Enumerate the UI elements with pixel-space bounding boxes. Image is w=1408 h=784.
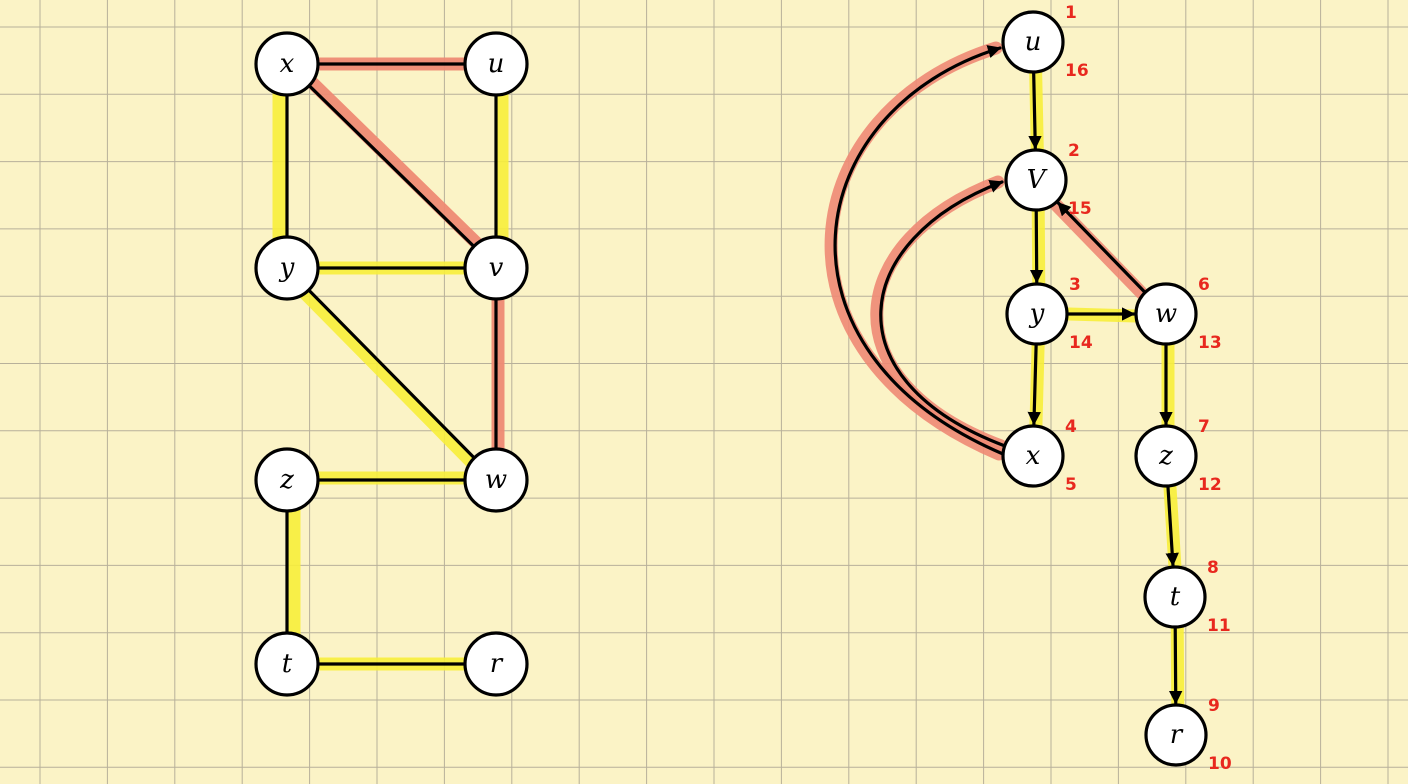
node-circle (463, 235, 529, 301)
highlight-layer (824, 41, 1185, 712)
node-label: u (1025, 27, 1042, 57)
node-label: t (282, 649, 293, 679)
edge-highlight-yellow (277, 265, 500, 491)
node-label: x (280, 49, 295, 79)
node-circle (1005, 282, 1069, 346)
discovery-time: 8 (1207, 558, 1219, 578)
node-label: z (1158, 441, 1173, 471)
node-v: v (463, 235, 529, 301)
node-circle (463, 631, 529, 697)
edge-y-w (285, 266, 498, 482)
finish-time: 12 (1198, 475, 1222, 495)
node-circle (1004, 148, 1068, 212)
finish-time: 10 (1208, 754, 1232, 774)
node-circle (1001, 10, 1065, 74)
node-z: z (254, 447, 320, 513)
tree-node-t: t 8 11 (1143, 558, 1231, 636)
discovery-time: 6 (1198, 275, 1210, 295)
discovery-time: 3 (1069, 275, 1081, 295)
tree-edge-z-t (1165, 484, 1179, 567)
edge-layer (285, 62, 498, 666)
node-label: w (485, 465, 507, 495)
highlight-layer (272, 54, 509, 671)
node-label: v (489, 253, 504, 283)
node-circle (1134, 424, 1198, 488)
finish-time: 16 (1065, 61, 1089, 81)
back-edge-x-u (833, 45, 1005, 456)
back-edge-highlight (870, 175, 1008, 453)
node-circle (463, 447, 529, 513)
finish-time: 14 (1069, 333, 1093, 353)
node-label: r (1170, 720, 1184, 750)
back-edge-x-v (879, 180, 1007, 448)
tree-node-w: w 6 13 (1134, 275, 1222, 353)
node-label: y (1029, 299, 1045, 329)
edge-x-v (285, 62, 498, 270)
node-w: w (463, 447, 529, 513)
node-x: x (254, 31, 320, 97)
node-label: y (279, 253, 295, 283)
node-circle (1134, 282, 1198, 346)
node-circle (1144, 703, 1208, 767)
discovery-time: 4 (1065, 417, 1077, 437)
finish-time: 15 (1068, 199, 1092, 219)
node-circle (1001, 424, 1065, 488)
tree-node-v: V2 15 (1004, 141, 1092, 219)
node-circle (463, 31, 529, 97)
back-edge-highlight (824, 41, 1006, 461)
discovery-time: 9 (1208, 696, 1220, 716)
node-u: u (463, 31, 529, 97)
tree-edge-highlight (1170, 620, 1185, 712)
edge-highlight-red (283, 54, 506, 272)
node-label: x (1026, 441, 1041, 471)
discovery-time: 1 (1065, 3, 1077, 23)
node-label: V (1027, 165, 1048, 195)
node-y: y (254, 235, 320, 301)
node-label: z (279, 465, 294, 495)
tree-node-y: y 3 14 (1005, 275, 1093, 353)
node-label: u (488, 49, 505, 79)
discovery-time: 2 (1068, 141, 1080, 161)
node-label: w (1155, 299, 1177, 329)
finish-time: 13 (1198, 333, 1222, 353)
tree-node-z: z 7 12 (1134, 417, 1222, 495)
undirected-graph: x u y v z w t r (254, 31, 529, 697)
finish-time: 11 (1207, 616, 1231, 636)
node-label: t (1170, 582, 1181, 612)
node-layer: x u y v z w t r (254, 31, 529, 697)
tree-node-u: u 1 16 (1001, 3, 1089, 81)
discovery-time: 7 (1198, 417, 1210, 437)
node-circle (1143, 565, 1207, 629)
finish-time: 5 (1065, 475, 1077, 495)
node-circle (254, 31, 320, 97)
tree-node-x: x 4 5 (1001, 417, 1077, 495)
tree-edge-t-r (1168, 625, 1183, 705)
tree-edge-u-v (1028, 70, 1042, 150)
node-r: r (463, 631, 529, 697)
back-edge-highlight (1047, 196, 1148, 299)
tree-edge-highlight (1031, 203, 1046, 291)
node-t: t (254, 631, 320, 697)
node-label: r (490, 649, 504, 679)
tree-edge-v-y (1029, 208, 1044, 284)
back-edge-w-v (1056, 201, 1147, 295)
node-circle (254, 631, 320, 697)
tree-node-r: r 9 10 (1144, 696, 1232, 774)
node-circle (254, 235, 320, 301)
tree-edge-y-x (1027, 342, 1041, 426)
node-circle (254, 447, 320, 513)
edge-layer (833, 45, 1183, 705)
